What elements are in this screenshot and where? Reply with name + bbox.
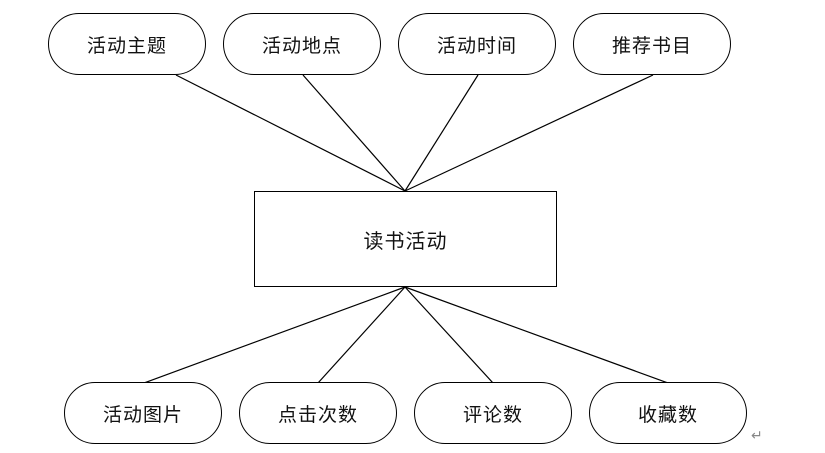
paragraph-return-icon: ↵ <box>751 428 763 444</box>
edge-place <box>302 74 406 192</box>
attribute-comment-count: 评论数 <box>414 382 572 444</box>
attribute-favorite-count: 收藏数 <box>589 382 747 444</box>
edge-favs <box>404 286 669 384</box>
attribute-activity-image: 活动图片 <box>64 382 222 444</box>
edge-clicks <box>317 286 406 384</box>
edge-image <box>143 286 406 384</box>
attribute-click-count: 点击次数 <box>239 382 397 444</box>
entity-reading-activity: 读书活动 <box>254 191 557 287</box>
attribute-activity-theme: 活动主题 <box>48 13 206 75</box>
edge-theme <box>175 74 406 192</box>
attribute-activity-place: 活动地点 <box>223 13 381 75</box>
edge-comments <box>404 286 494 384</box>
edge-books <box>404 74 654 192</box>
attribute-activity-time: 活动时间 <box>398 13 556 75</box>
attribute-recommended-books: 推荐书目 <box>573 13 731 75</box>
edge-time <box>404 74 479 192</box>
